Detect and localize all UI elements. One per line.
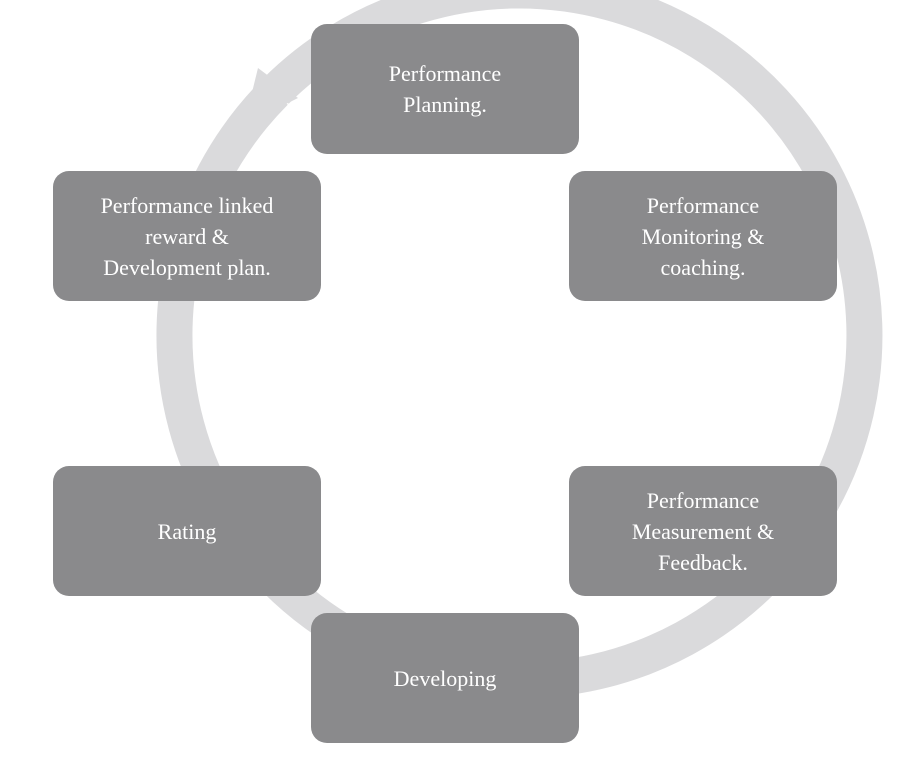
- stage-label: Performance Planning.: [388, 61, 502, 117]
- stage-performance-monitoring: Performance Monitoring & coaching.: [569, 171, 837, 301]
- stage-label: Developing: [393, 665, 497, 691]
- stage-developing: Developing: [311, 613, 579, 743]
- stage-reward-development: Performance linked reward & Development …: [53, 171, 321, 301]
- cycle-arrowhead: [244, 68, 298, 125]
- stage-performance-measurement: Performance Measurement & Feedback.: [569, 466, 837, 596]
- stage-rating: Rating: [53, 466, 321, 596]
- stage-label: Performance Monitoring & coaching.: [641, 192, 765, 280]
- stage-label: Performance linked reward & Development …: [100, 192, 274, 280]
- stage-label: Performance Measurement & Feedback.: [631, 487, 775, 575]
- stage-performance-planning: Performance Planning.: [311, 24, 579, 154]
- stage-label: Rating: [157, 518, 217, 544]
